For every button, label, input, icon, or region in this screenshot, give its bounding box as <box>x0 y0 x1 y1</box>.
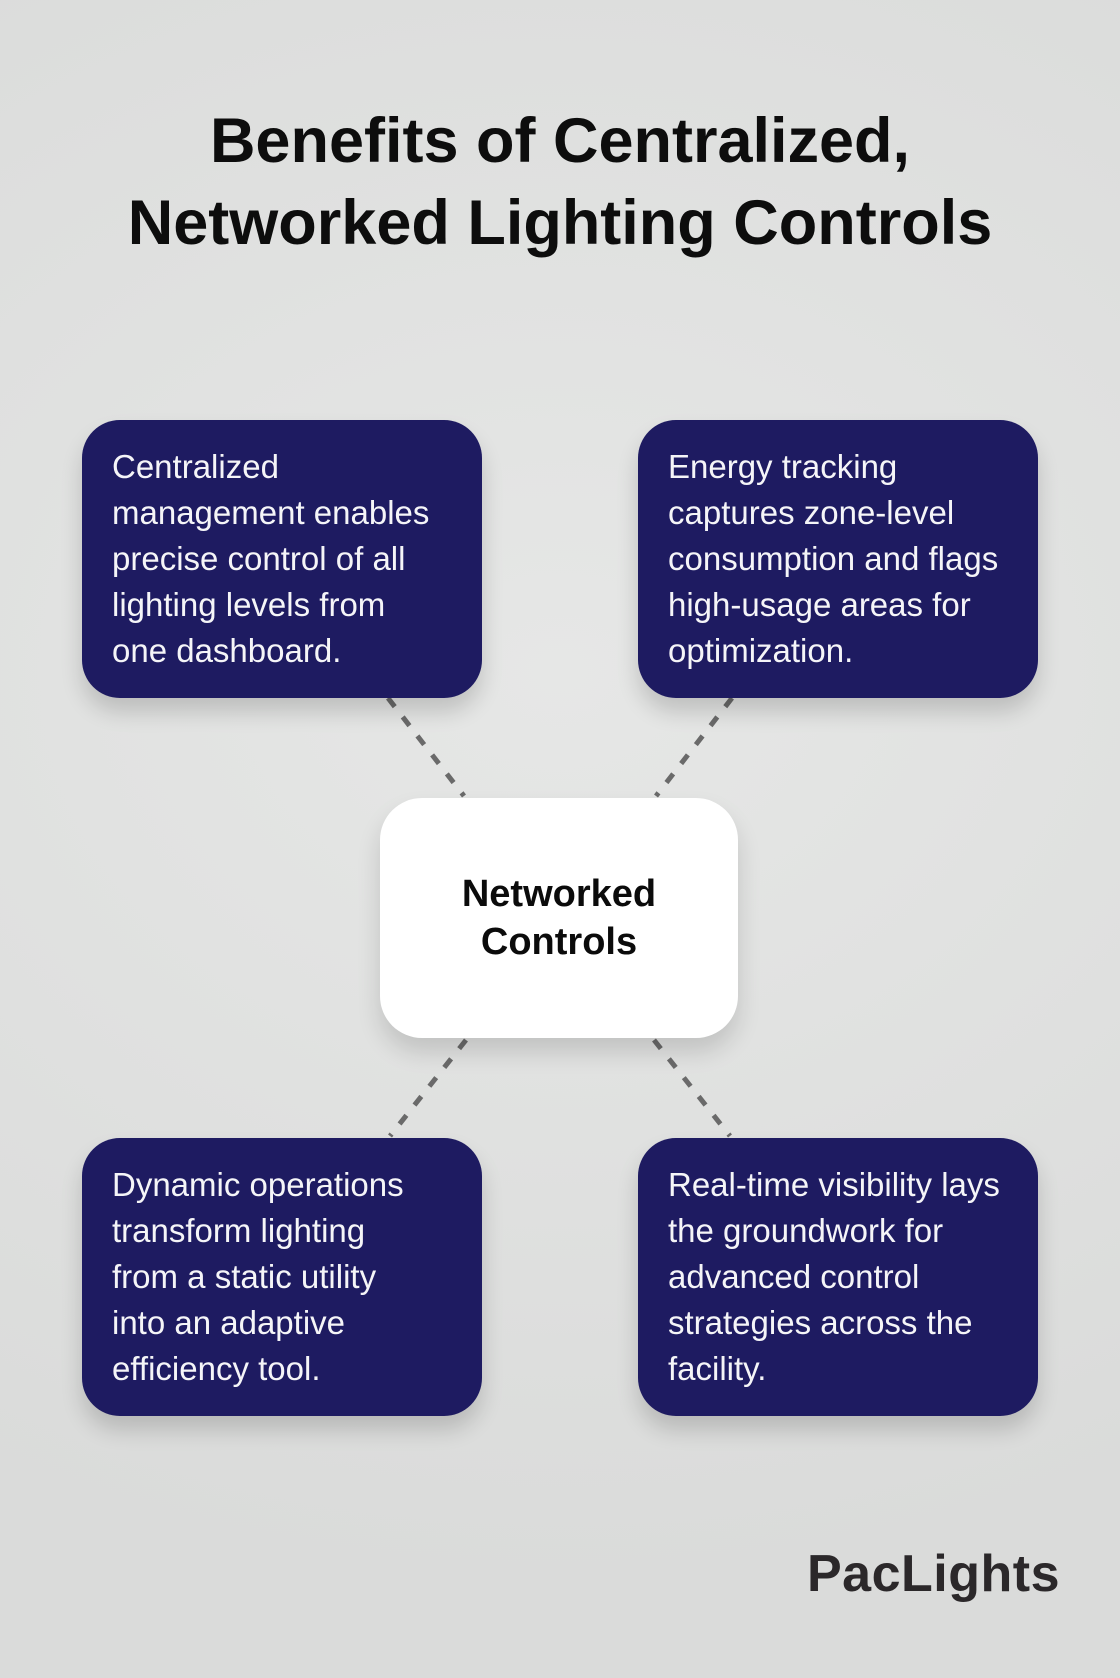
connector-bottom-left <box>388 1038 468 1138</box>
benefit-text-bottom-left: Dynamic operations transform lighting fr… <box>112 1166 404 1387</box>
benefit-text-top-right: Energy tracking captures zone-level cons… <box>668 448 999 669</box>
page-title: Benefits of Centralized, Networked Light… <box>127 106 993 258</box>
center-node: Networked Controls <box>380 798 738 1038</box>
connector-top-left <box>386 696 466 798</box>
benefit-text-top-left: Centralized management enables precise c… <box>112 448 430 669</box>
center-node-label: Networked Controls <box>461 873 657 963</box>
benefit-text-bottom-right: Real-time visibility lays the groundwork… <box>668 1166 1000 1387</box>
connector-bottom-right <box>652 1038 732 1138</box>
connector-top-right <box>654 696 734 798</box>
paclights-logo: PacLights <box>807 1545 1060 1603</box>
benefit-card-bottom-right: Real-time visibility lays the groundwork… <box>638 1138 1038 1416</box>
benefit-card-top-right: Energy tracking captures zone-level cons… <box>638 420 1038 698</box>
benefit-card-top-left: Centralized management enables precise c… <box>82 420 482 698</box>
benefit-card-bottom-left: Dynamic operations transform lighting fr… <box>82 1138 482 1416</box>
